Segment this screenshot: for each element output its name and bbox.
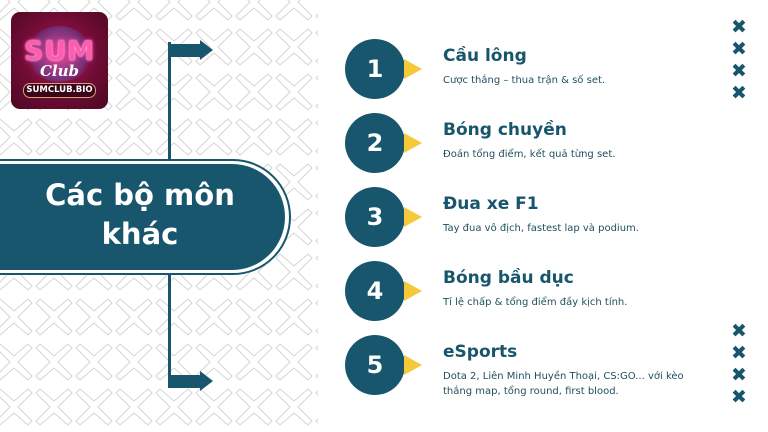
item-title: Cầu lông (443, 46, 527, 66)
logo-glow (27, 26, 92, 82)
x-mark-icon: ✖ (731, 364, 747, 386)
decorative-x-column-top: ✖ ✖ ✖ ✖ (731, 16, 747, 104)
item-title: Đua xe F1 (443, 194, 539, 214)
item-description: Tỉ lệ chấp & tổng điểm đầy kịch tính. (443, 297, 628, 308)
arrow-right-icon (200, 40, 213, 60)
item-number-badge: 3 (345, 187, 405, 247)
item-description: Tay đua vô địch, fastest lap và podium. (443, 223, 639, 234)
pointer-triangle-icon (404, 207, 422, 227)
item-title: Bóng bầu dục (443, 268, 574, 288)
x-mark-icon: ✖ (731, 342, 747, 364)
connector-top-arrow-shaft (168, 44, 201, 57)
decorative-x-column-bottom: ✖ ✖ ✖ ✖ (731, 320, 747, 408)
x-mark-icon: ✖ (731, 60, 747, 82)
connector-bottom-arrow-shaft (168, 375, 201, 388)
item-number-badge: 5 (345, 335, 405, 395)
item-description: Dota 2, Liên Minh Huyền Thoại, CS:GO... … (443, 371, 684, 397)
x-mark-icon: ✖ (731, 320, 747, 342)
x-mark-icon: ✖ (731, 16, 747, 38)
pointer-triangle-icon (404, 281, 422, 301)
pointer-triangle-icon (404, 59, 422, 79)
item-number-badge: 2 (345, 113, 405, 173)
item-number-badge: 4 (345, 261, 405, 321)
x-mark-icon: ✖ (731, 38, 747, 60)
banner-title: Các bộ môn khác (45, 178, 235, 251)
banner (0, 164, 285, 270)
item-description: Cược thắng – thua trận & số set. (443, 75, 606, 86)
x-mark-icon: ✖ (731, 386, 747, 408)
logo-brand-text: SUM (23, 36, 96, 67)
x-mark-icon: ✖ (731, 82, 747, 104)
pointer-triangle-icon (404, 133, 422, 153)
arrow-right-icon (200, 371, 213, 391)
sumclub-logo: SUM Club SUMCLUB.BIO (11, 12, 108, 109)
item-title: eSports (443, 342, 518, 362)
item-title: Bóng chuyền (443, 120, 567, 140)
item-number-badge: 1 (345, 39, 405, 99)
pointer-triangle-icon (404, 355, 422, 375)
item-description: Đoán tổng điểm, kết quả từng set. (443, 149, 616, 160)
logo-url-text: SUMCLUB.BIO (23, 83, 96, 98)
logo-sub-text: Club (39, 62, 80, 80)
